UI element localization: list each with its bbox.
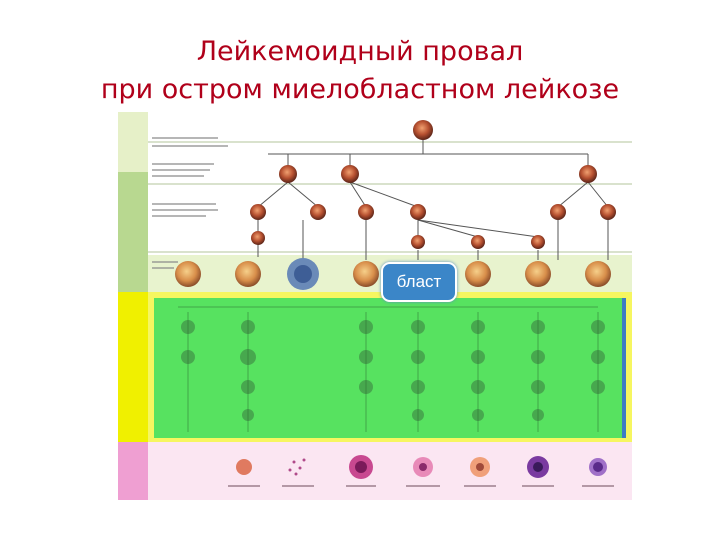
blast-label-box: бласт [381, 262, 457, 302]
stem-cell [413, 120, 433, 140]
class-iv-blast-cells [175, 258, 611, 290]
class-text-lines [152, 137, 228, 269]
mature-cells [236, 455, 607, 479]
maturing-cells-label-band [118, 292, 148, 442]
mature-cells-label-band [118, 442, 148, 500]
faded-connectors [178, 306, 599, 432]
slide-title-line-2: при остром миелобластном лейкозе [100, 74, 620, 105]
slide-title-line-1: Лейкемоидный провал [196, 36, 524, 67]
stem-cell-label-band [118, 172, 148, 292]
overlay-edge-line [622, 298, 626, 438]
class-ii-cells [279, 165, 597, 183]
class-iii-cells [250, 204, 616, 249]
lineage-connectors [257, 140, 609, 260]
green-overlay [154, 298, 624, 438]
row-dividers [148, 141, 632, 253]
mature-cells-band [148, 442, 632, 500]
hematopoiesis-scheme [118, 112, 632, 500]
